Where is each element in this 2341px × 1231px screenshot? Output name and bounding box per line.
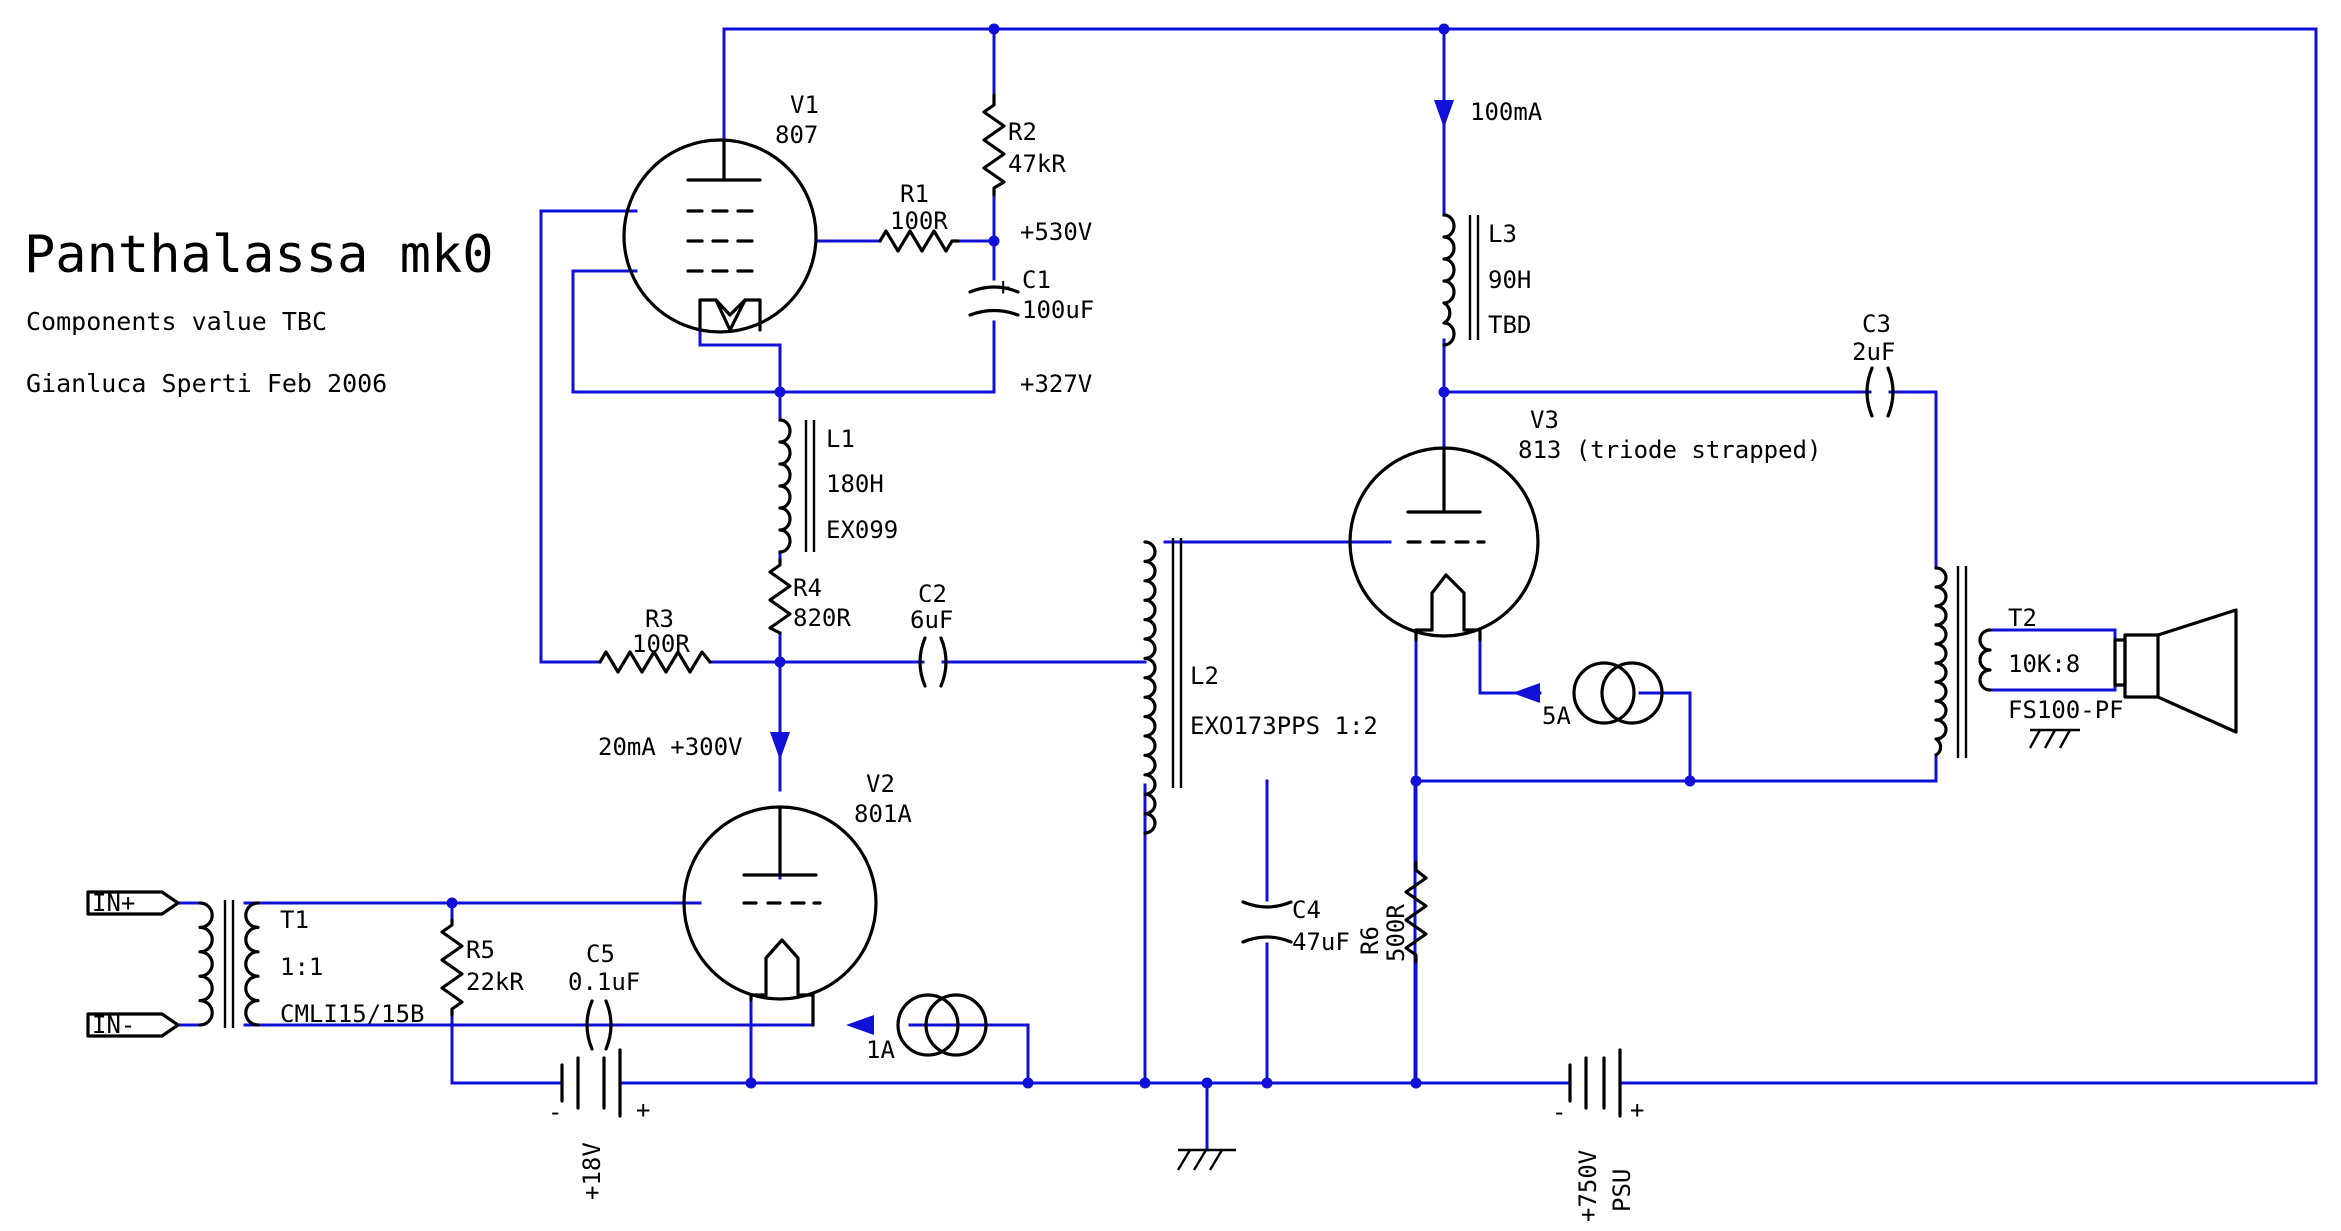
battery-psu bbox=[1568, 1048, 1622, 1118]
current-100ma: 100mA bbox=[1470, 98, 1543, 126]
v1-value: 807 bbox=[775, 121, 818, 149]
v2-value: 801A bbox=[854, 800, 912, 828]
r2-value: 47kR bbox=[1008, 150, 1066, 178]
c1-value: 100uF bbox=[1022, 296, 1094, 324]
current-arrow-1a bbox=[846, 1015, 874, 1035]
l3-ref: L3 bbox=[1488, 220, 1517, 248]
capacitor-c5 bbox=[585, 999, 613, 1051]
inductor-l3 bbox=[1442, 213, 1480, 347]
current-1a: 1A bbox=[866, 1036, 895, 1064]
l2-ref: L2 bbox=[1190, 662, 1219, 690]
resistor-r1 bbox=[878, 229, 960, 253]
capacitor-c1 bbox=[968, 285, 1020, 317]
port-in-minus bbox=[86, 1012, 180, 1038]
port-in-plus bbox=[86, 890, 180, 916]
resistor-r4 bbox=[768, 558, 792, 635]
resistor-r6 bbox=[1404, 860, 1428, 964]
battery-bias-minus: - bbox=[548, 1098, 562, 1126]
battery-bias bbox=[560, 1048, 622, 1118]
c2-ref: C2 bbox=[918, 580, 947, 608]
battery-psu-minus: - bbox=[1552, 1098, 1566, 1126]
current-arrow-100ma bbox=[1434, 100, 1454, 128]
t1-ratio: 1:1 bbox=[280, 953, 323, 981]
t1-ref: T1 bbox=[280, 906, 309, 934]
resistor-r5 bbox=[440, 918, 464, 1017]
current-arrow-5a bbox=[1512, 683, 1540, 703]
r5-ref: R5 bbox=[466, 936, 495, 964]
transformer-t2 bbox=[1934, 566, 1992, 758]
v1-ref: V1 bbox=[790, 91, 819, 119]
note-components: Components value TBC bbox=[26, 307, 327, 336]
battery-psu-name: PSU bbox=[1608, 1169, 1636, 1212]
current-arrow-20ma bbox=[770, 732, 790, 760]
tube-v1 bbox=[622, 138, 818, 334]
voltage-327: +327V bbox=[1020, 370, 1092, 398]
schematic-title: Panthalassa mk0 bbox=[24, 225, 494, 285]
r4-ref: R4 bbox=[793, 574, 822, 602]
ground-symbol bbox=[1176, 1148, 1236, 1171]
battery-bias-value: +18V bbox=[578, 1142, 606, 1200]
r4-value: 820R bbox=[793, 604, 851, 632]
l1-part: EX099 bbox=[826, 516, 898, 544]
r6-ref: R6 bbox=[1356, 926, 1384, 955]
current-5a: 5A bbox=[1542, 702, 1571, 730]
current-source-1a bbox=[896, 993, 988, 1057]
port-in-minus-label: IN- bbox=[92, 1011, 135, 1039]
c4-value: 47uF bbox=[1292, 928, 1350, 956]
tube-v3 bbox=[1348, 446, 1540, 642]
c2-value: 6uF bbox=[910, 606, 953, 634]
l2-part: EXO173PPS 1:2 bbox=[1190, 712, 1378, 740]
battery-bias-plus: + bbox=[636, 1096, 650, 1124]
tube-v2 bbox=[682, 805, 878, 1027]
t2-ref: T2 bbox=[2008, 604, 2037, 632]
capacitor-c4 bbox=[1241, 900, 1293, 944]
battery-psu-value: +750V bbox=[1574, 1150, 1602, 1222]
capacitor-c2 bbox=[918, 636, 948, 688]
t2-ground-symbol bbox=[2028, 728, 2080, 749]
c3-value: 2uF bbox=[1852, 338, 1895, 366]
r1-value: 100R bbox=[890, 207, 948, 235]
v2-ref: V2 bbox=[866, 770, 895, 798]
speaker-icon bbox=[2113, 608, 2238, 734]
r3-value: 100R bbox=[632, 630, 690, 658]
transformer-t1 bbox=[198, 900, 260, 1028]
inductor-l1 bbox=[778, 418, 816, 554]
current-20ma-300v: 20mA +300V bbox=[598, 733, 743, 761]
current-source-5a bbox=[1572, 661, 1664, 725]
t1-part: CMLI15/15B bbox=[280, 1000, 425, 1028]
r1-ref: R1 bbox=[900, 180, 929, 208]
capacitor-c3 bbox=[1865, 366, 1895, 418]
c3-ref: C3 bbox=[1862, 310, 1891, 338]
wires bbox=[176, 27, 2318, 1152]
resistor-r2 bbox=[982, 93, 1006, 197]
c5-ref: C5 bbox=[586, 940, 615, 968]
r3-ref: R3 bbox=[645, 605, 674, 633]
l3-part: TBD bbox=[1488, 311, 1531, 339]
t2-ratio: 10K:8 bbox=[2008, 650, 2080, 678]
t2-part: FS100-PF bbox=[2008, 696, 2124, 724]
r5-value: 22kR bbox=[466, 968, 524, 996]
v3-ref: V3 bbox=[1530, 406, 1559, 434]
port-in-plus-label: IN+ bbox=[92, 889, 135, 917]
note-author: Gianluca Sperti Feb 2006 bbox=[26, 369, 387, 398]
l3-value: 90H bbox=[1488, 266, 1531, 294]
c1-ref: C1 bbox=[1022, 266, 1051, 294]
c1-polarity: + bbox=[996, 273, 1010, 301]
inductor-l2 bbox=[1143, 538, 1183, 835]
r2-ref: R2 bbox=[1008, 118, 1037, 146]
voltage-530: +530V bbox=[1020, 218, 1092, 246]
resistor-r3 bbox=[598, 650, 712, 674]
l1-ref: L1 bbox=[826, 425, 855, 453]
c5-value: 0.1uF bbox=[568, 968, 640, 996]
c4-ref: C4 bbox=[1292, 896, 1321, 924]
battery-psu-plus: + bbox=[1630, 1096, 1644, 1124]
junctions bbox=[446, 23, 1696, 1089]
l1-value: 180H bbox=[826, 470, 884, 498]
r6-value: 500R bbox=[1382, 904, 1410, 962]
v3-value: 813 (triode strapped) bbox=[1518, 436, 1821, 464]
